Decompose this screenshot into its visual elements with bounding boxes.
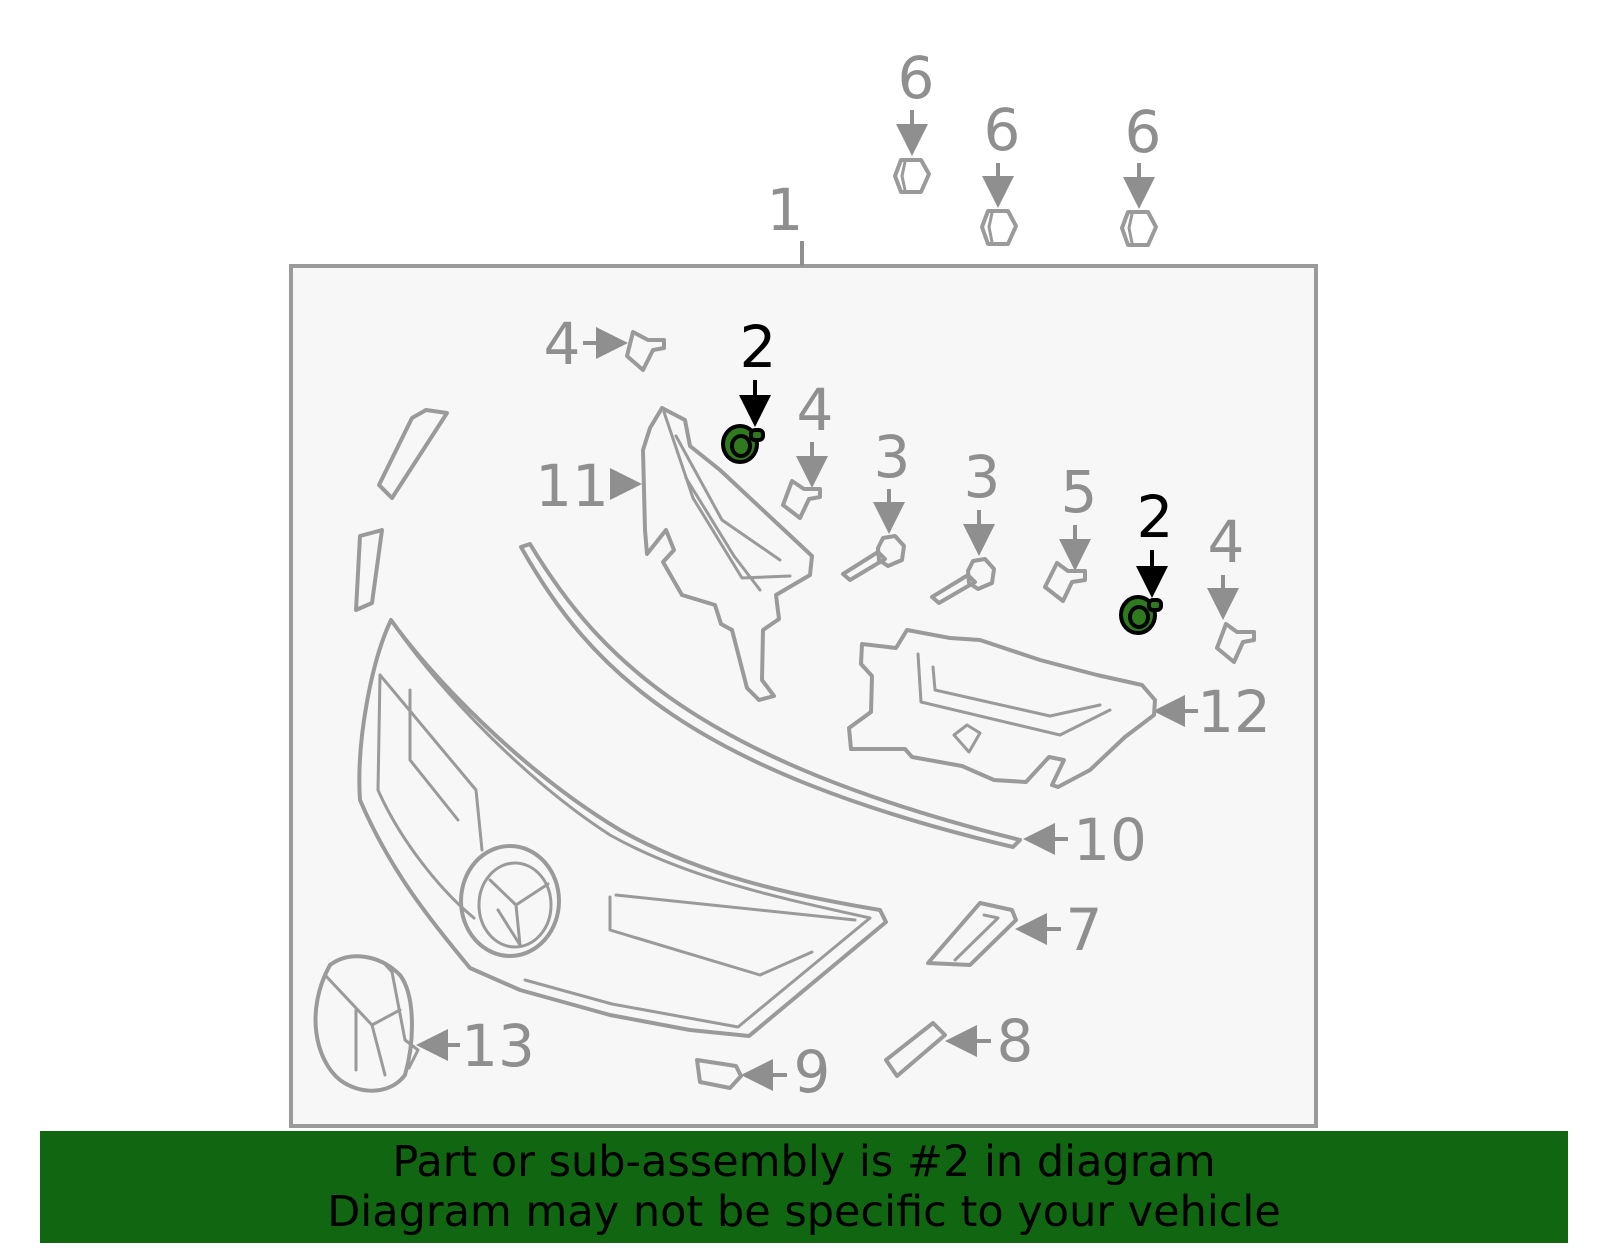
- callout-1: 1: [767, 176, 804, 244]
- bracket-part-12: 12: [847, 628, 1271, 789]
- callout-3-a: 3: [874, 423, 911, 491]
- callout-13: 13: [461, 1012, 535, 1080]
- callout-12: 12: [1197, 678, 1271, 746]
- callout-10: 10: [1073, 806, 1147, 874]
- trim-part-7: 7: [926, 896, 1103, 967]
- bracket-part-11: 11: [535, 406, 814, 702]
- clip-part-5: 5: [1043, 458, 1098, 603]
- trim-part-9: 9: [695, 1038, 831, 1106]
- callout-4-c: 4: [1208, 508, 1245, 576]
- clip-part-4: 4 4 4: [544, 310, 1256, 664]
- callout-8: 8: [997, 1007, 1034, 1075]
- banner-line-2: Diagram may not be specific to your vehi…: [327, 1187, 1281, 1237]
- banner-line-1: Part or sub-assembly is #2 in diagram: [392, 1137, 1216, 1187]
- grille-main: [357, 618, 888, 1038]
- callout-11: 11: [535, 452, 609, 520]
- notice-banner: Part or sub-assembly is #2 in diagram Di…: [40, 1131, 1568, 1243]
- screw-part-3: 3 3: [841, 423, 1001, 605]
- trim-part-8: 8: [884, 1007, 1034, 1078]
- callout-3-b: 3: [964, 443, 1001, 511]
- callout-4-b: 4: [797, 376, 834, 444]
- assembly-frame: [289, 264, 1318, 1128]
- strip-part-10: 10: [519, 542, 1147, 874]
- callout-6-a: 6: [898, 44, 935, 112]
- callout-6-c: 6: [1125, 98, 1162, 166]
- callout-2-b: 2: [1137, 483, 1174, 551]
- clip-part-2: 2 2: [721, 313, 1174, 635]
- callout-7: 7: [1066, 896, 1103, 964]
- callout-4-a: 4: [544, 310, 581, 378]
- callout-5: 5: [1061, 458, 1098, 526]
- callout-6-b: 6: [984, 96, 1021, 164]
- callout-9: 9: [794, 1038, 831, 1106]
- trim-pieces: [354, 408, 449, 612]
- emblem-part-13: 13: [313, 954, 535, 1093]
- callout-2-a: 2: [740, 313, 777, 381]
- nut-part-6: 6 6 6: [893, 44, 1162, 247]
